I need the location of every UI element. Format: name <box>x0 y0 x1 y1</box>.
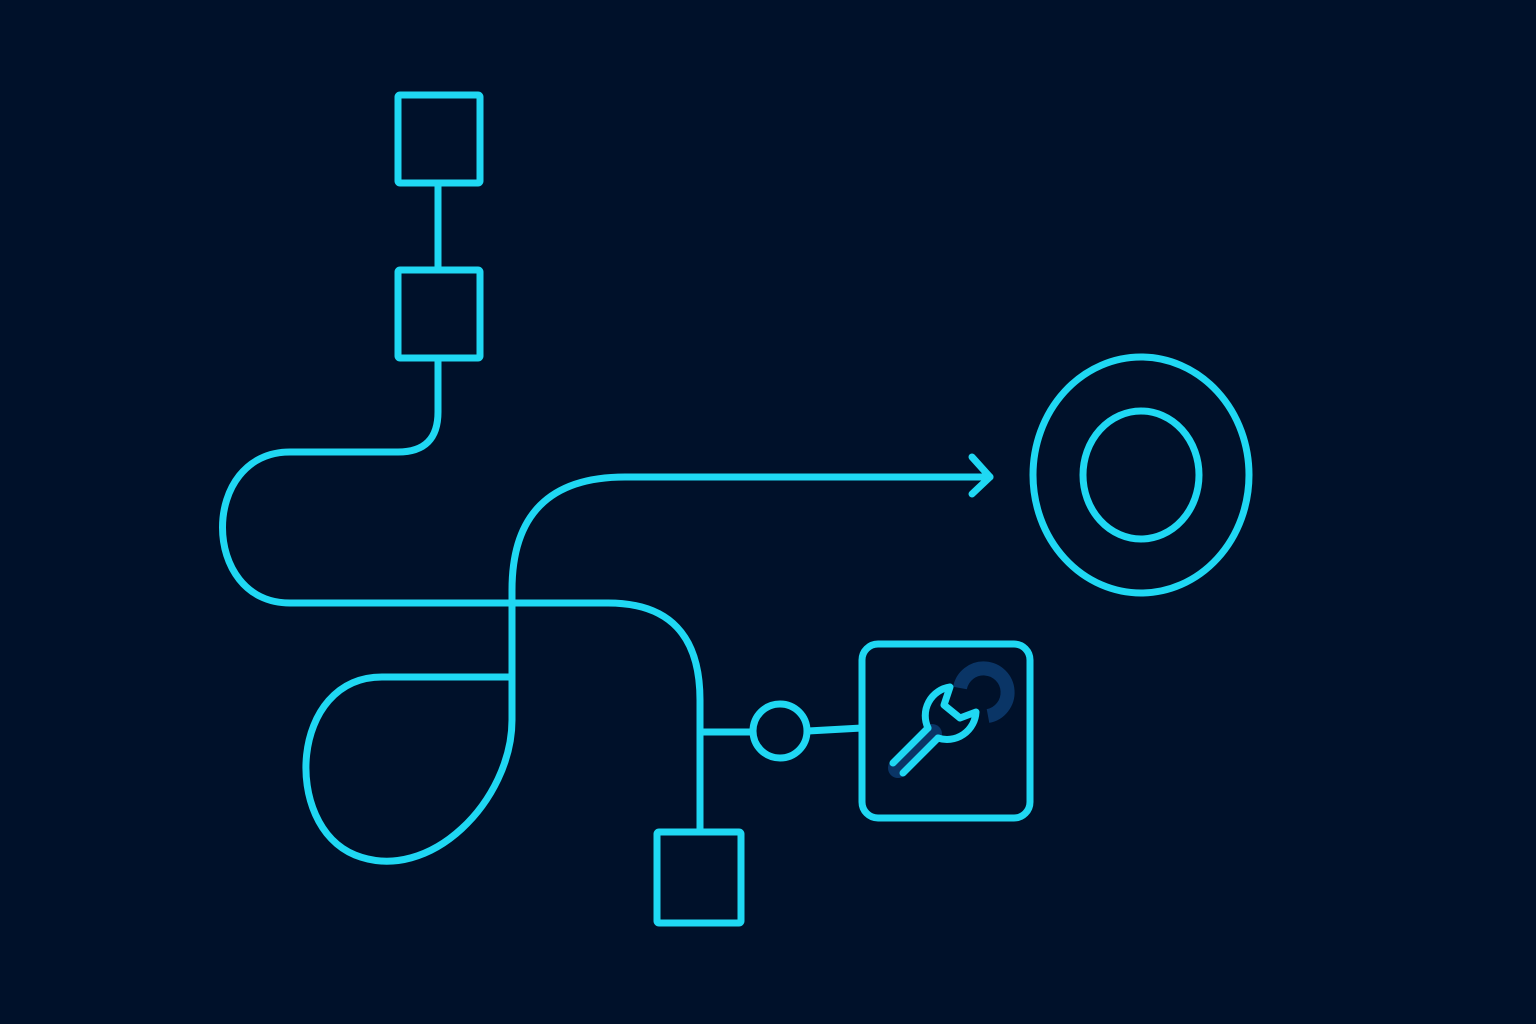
target-inner-ring <box>1079 407 1203 543</box>
top-square-node <box>394 91 484 187</box>
arrowhead-icon <box>968 453 994 498</box>
bottom-square-node <box>653 828 745 927</box>
teardrop-loop <box>302 473 994 865</box>
tool-box-node <box>858 640 1034 822</box>
connector-junction-to-tool <box>804 724 866 735</box>
target-outer-ring <box>1029 353 1253 597</box>
winding-path <box>219 354 704 834</box>
middle-square-node <box>394 266 484 362</box>
wrench-icon <box>888 661 1015 778</box>
junction-circle-node <box>749 700 811 762</box>
